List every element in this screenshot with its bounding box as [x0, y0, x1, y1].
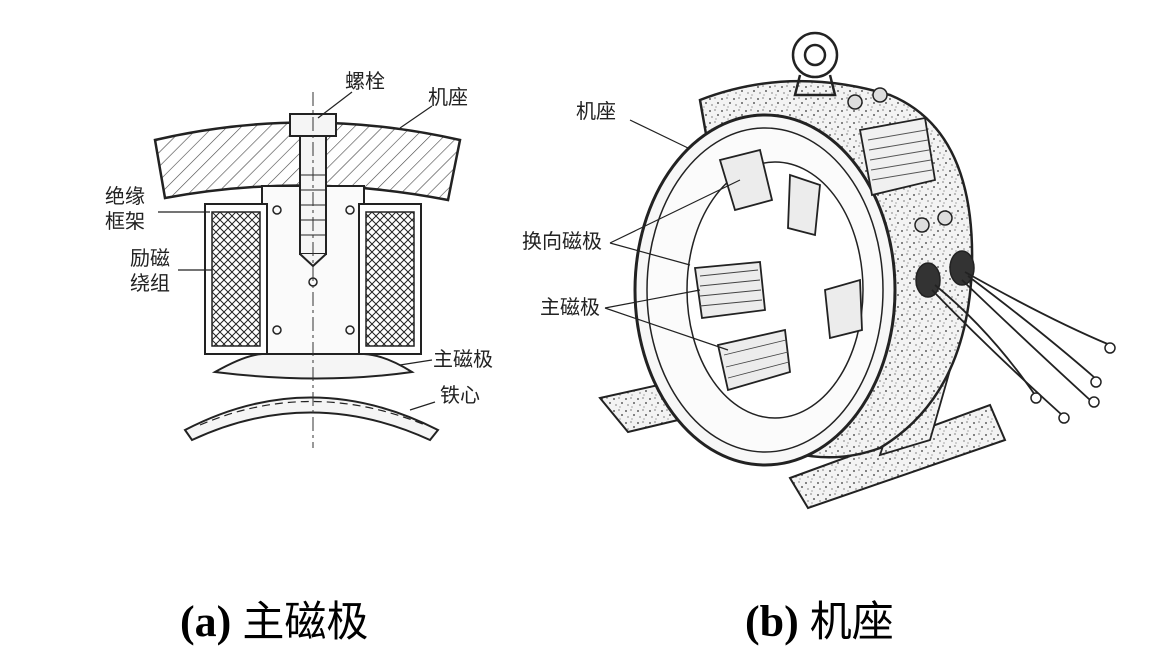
label-frame-b: 机座	[576, 99, 616, 123]
excitation-winding-left	[211, 211, 261, 347]
label-commutating-pole: 换向磁极	[522, 229, 602, 253]
label-core: 铁心	[440, 383, 480, 407]
caption-a: (a) 主磁极	[180, 588, 368, 649]
caption-b-text: 机座	[809, 597, 894, 646]
excitation-winding-right	[365, 211, 415, 347]
panel-a-leaders	[158, 91, 436, 411]
caption-a-text: 主磁极	[242, 597, 369, 646]
armature-core	[183, 396, 440, 442]
nameplate	[858, 116, 937, 197]
lifting-eye	[791, 31, 839, 97]
panel-b-frame-diagram: 机座 换向磁极 主磁极	[522, 31, 1116, 510]
label-winding-line1: 励磁	[130, 246, 170, 270]
panel-b-leaders	[604, 119, 741, 351]
pole-shoe	[211, 353, 415, 380]
caption-b-prefix: (b)	[745, 597, 799, 646]
main-pole-left	[693, 261, 766, 320]
pole-set	[693, 148, 863, 392]
caption-a-prefix: (a)	[180, 597, 232, 646]
label-frame-a: 机座	[428, 85, 468, 109]
commutating-pole-upper	[718, 148, 774, 212]
lead-wires	[931, 271, 1111, 416]
label-insulation-line2: 框架	[105, 209, 145, 233]
caption-b: (b) 机座	[745, 588, 894, 649]
panel-a-main-pole-diagram: 螺栓 机座 绝缘 框架 励磁 绕组 主磁极 铁心	[105, 69, 493, 448]
commutating-pole-right	[787, 173, 821, 237]
label-insulation-line1: 绝缘	[105, 184, 145, 208]
label-bolt: 螺栓	[345, 69, 385, 93]
label-main-pole-a: 主磁极	[433, 347, 493, 371]
label-main-pole-b: 主磁极	[540, 295, 600, 319]
main-pole-right	[824, 278, 863, 340]
label-winding-line2: 绕组	[130, 271, 170, 295]
